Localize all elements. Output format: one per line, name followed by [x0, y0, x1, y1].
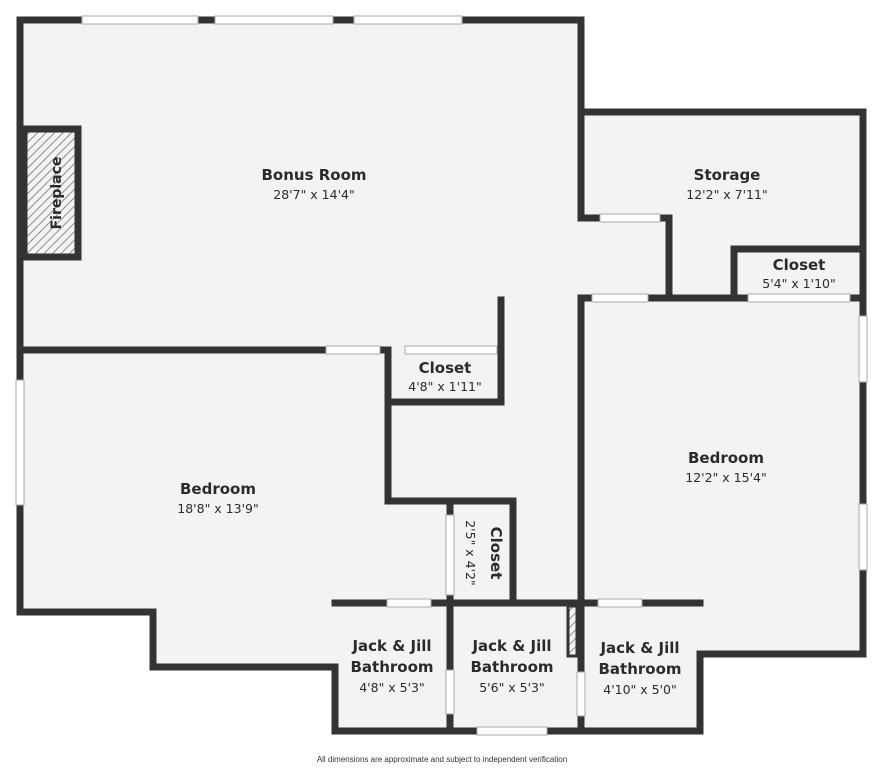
openings: [15, 15, 868, 736]
door-bath-right-side: [576, 671, 586, 717]
closet-vertical-name: Closet: [487, 527, 505, 580]
bedroom-left-name: Bedroom: [180, 480, 256, 498]
door-storage: [599, 213, 661, 223]
window-right-2: [858, 503, 868, 571]
window-top-1: [81, 15, 199, 25]
window-left: [15, 379, 25, 506]
window-bottom: [476, 726, 548, 736]
door-center-closet: [404, 345, 498, 355]
closet-center-dims: 4'8" x 1'11": [408, 379, 481, 394]
window-top-3: [353, 15, 463, 25]
bath-center-name-1: Jack & Jill: [471, 637, 551, 655]
door-bath-left: [386, 598, 432, 608]
bath-left-name-2: Bathroom: [350, 658, 433, 676]
floor-bonus-room: [20, 20, 581, 350]
bath-left-dims: 4'8" x 5'3": [359, 680, 425, 695]
floor-bedroom-left: [20, 350, 450, 612]
bath-left-name-1: Jack & Jill: [351, 637, 431, 655]
bath-right-name-1: Jack & Jill: [599, 639, 679, 657]
door-bath-right-top: [597, 598, 643, 608]
closet-center-name: Closet: [419, 359, 472, 377]
door-vertical-closet: [445, 514, 455, 596]
window-right-1: [858, 315, 868, 383]
fireplace-label: Fireplace: [49, 157, 65, 230]
hatched-shaft: [566, 604, 579, 658]
door-bath-center: [445, 669, 455, 715]
room-labels: Bonus Room 28'7" x 14'4" Storage 12'2" x…: [177, 166, 835, 697]
bedroom-left-dims: 18'8" x 13'9": [177, 501, 258, 516]
storage-name: Storage: [694, 166, 761, 184]
door-bonus-bedroom: [325, 345, 381, 355]
bedroom-right-dims: 12'2" x 15'4": [685, 470, 766, 485]
disclaimer: All dimensions are approximate and subje…: [317, 755, 567, 764]
floor-bedroom-right: [581, 298, 863, 654]
storage-dims: 12'2" x 7'11": [686, 187, 767, 202]
bonus-room-name: Bonus Room: [261, 166, 366, 184]
door-bedroom-right: [591, 293, 649, 303]
window-top-2: [214, 15, 334, 25]
fireplace: Fireplace: [20, 125, 82, 261]
bonus-room-dims: 28'7" x 14'4": [273, 187, 354, 202]
floor-bedroom-left-notch: [153, 606, 335, 667]
bath-center-name-2: Bathroom: [470, 658, 553, 676]
closet-vertical-dims: 2'5" x 4'2": [463, 520, 478, 586]
floor-storage: [581, 112, 863, 300]
bath-right-name-2: Bathroom: [598, 660, 681, 678]
floor-areas: [20, 20, 863, 731]
wall-center-closet: [384, 296, 505, 406]
bedroom-right-name: Bedroom: [688, 449, 764, 467]
bath-right-dims: 4'10" x 5'0": [603, 682, 676, 697]
door-storage-closet: [747, 293, 851, 303]
closet-storage-name: Closet: [773, 256, 826, 274]
wall-storage-closet: [730, 245, 867, 302]
closet-storage-dims: 5'4" x 1'10": [762, 276, 835, 291]
bath-center-dims: 5'6" x 5'3": [479, 680, 545, 695]
floor-baths: [335, 603, 700, 731]
